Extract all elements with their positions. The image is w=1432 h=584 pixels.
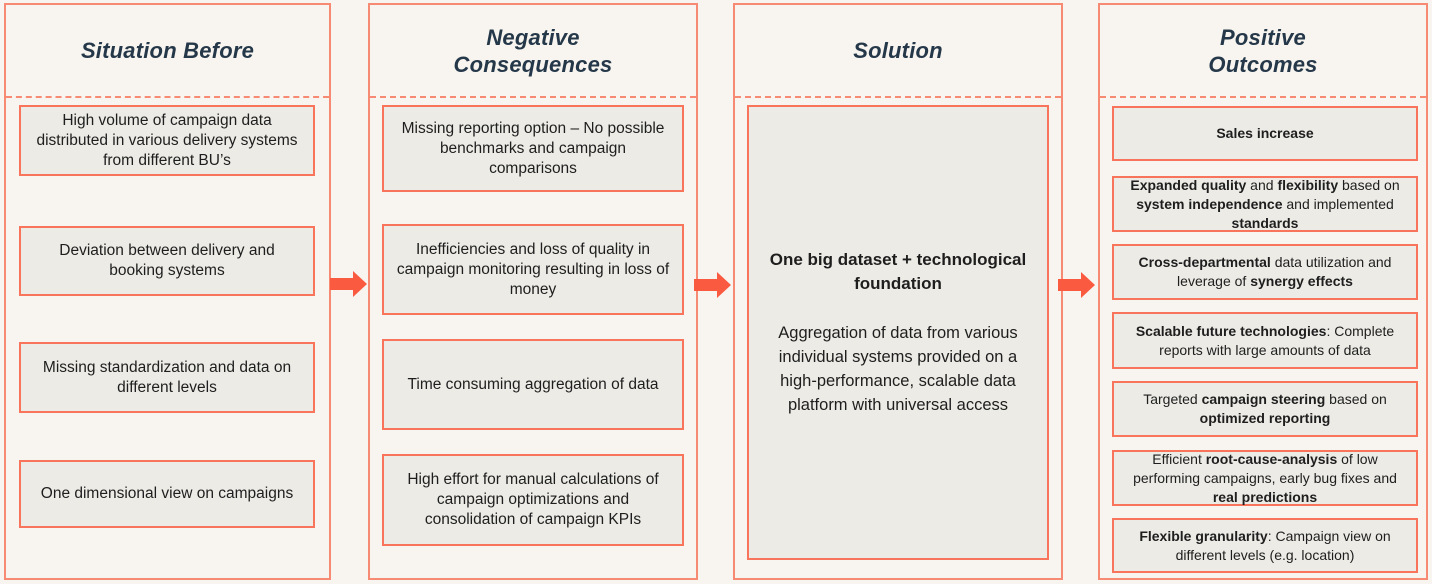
column-positive-outcomes: Positive Outcomes Sales increase Expande… (1098, 3, 1428, 580)
solution-heading: One big dataset + technological foundati… (769, 250, 1027, 293)
flow-arrow-icon (694, 271, 732, 299)
solution-box: One big dataset + technological foundati… (747, 105, 1049, 560)
box-text: Time consuming aggregation of data (407, 375, 659, 393)
solution-content: One big dataset + technological foundati… (759, 248, 1037, 417)
column-header: Positive Outcomes (1100, 5, 1426, 98)
column-negative-consequences: Negative Consequences Missing reporting … (368, 3, 698, 580)
column-situation-before: Situation Before High volume of campaign… (4, 3, 331, 580)
column-title-negative-consequences: Negative Consequences (453, 24, 613, 77)
outcome-box-3: Cross-departmental data utilization and … (1112, 244, 1418, 300)
box-text: Scalable future technologies: Complete r… (1135, 322, 1395, 358)
column-solution: Solution One big dataset + technological… (733, 3, 1063, 580)
outcome-box-1: Sales increase (1112, 106, 1418, 161)
box-text: Expanded quality and flexibility based o… (1130, 176, 1400, 231)
box-text: Sales increase (1216, 125, 1314, 141)
situation-box-4: One dimensional view on campaigns (19, 460, 315, 528)
column-header: Negative Consequences (370, 5, 696, 98)
box-text: Missing standardization and data on diff… (42, 358, 292, 396)
consequence-box-4: High effort for manual calculations of c… (382, 454, 684, 546)
consequence-box-2: Inefficiencies and loss of quality in ca… (382, 224, 684, 315)
box-text: Efficient root-cause-analysis of low per… (1133, 450, 1397, 505)
box-text: High volume of campaign data distributed… (36, 111, 298, 169)
box-text: Cross-departmental data utilization and … (1138, 254, 1392, 289)
box-text: Deviation between delivery and booking s… (59, 242, 275, 279)
column-title-situation-before: Situation Before (80, 38, 255, 63)
outcome-box-7: Flexible granularity: Campaign view on d… (1112, 518, 1418, 573)
flow-arrow-icon (1058, 271, 1096, 299)
column-title-positive-outcomes: Positive Outcomes (1208, 24, 1318, 77)
box-text: One dimensional view on campaigns (40, 485, 294, 502)
solution-body: Aggregation of data from various individ… (778, 324, 1018, 414)
outcome-box-2: Expanded quality and flexibility based o… (1112, 176, 1418, 232)
column-title-solution: Solution (853, 38, 943, 63)
box-text: Missing reporting option – No possible b… (401, 119, 665, 177)
column-header: Situation Before (6, 5, 329, 98)
box-text: Inefficiencies and loss of quality in ca… (396, 240, 670, 298)
consequence-box-3: Time consuming aggregation of data (382, 339, 684, 430)
situation-box-1: High volume of campaign data distributed… (19, 105, 315, 176)
situation-box-3: Missing standardization and data on diff… (19, 342, 315, 413)
outcome-box-4: Scalable future technologies: Complete r… (1112, 312, 1418, 369)
situation-box-2: Deviation between delivery and booking s… (19, 226, 315, 296)
box-text: Flexible granularity: Campaign view on d… (1139, 527, 1391, 563)
box-text: Targeted campaign steering based on opti… (1143, 391, 1387, 426)
column-header: Solution (735, 5, 1061, 98)
box-text: High effort for manual calculations of c… (407, 471, 659, 528)
outcome-box-6: Efficient root-cause-analysis of low per… (1112, 450, 1418, 506)
outcome-box-5: Targeted campaign steering based on opti… (1112, 381, 1418, 437)
flow-arrow-icon (330, 270, 368, 298)
consequence-box-1: Missing reporting option – No possible b… (382, 105, 684, 192)
